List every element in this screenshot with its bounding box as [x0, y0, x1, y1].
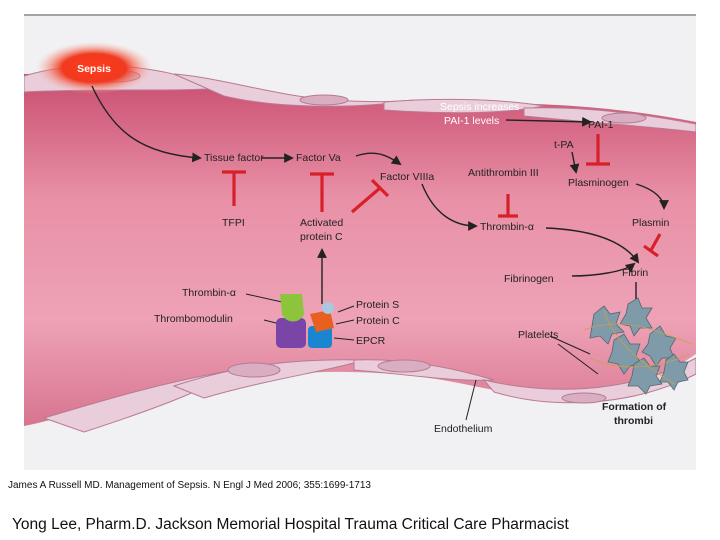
label-tfpi: TFPI: [222, 217, 245, 229]
footer-credit: Yong Lee, Pharm.D. Jackson Memorial Hosp…: [12, 516, 569, 533]
label-pai1: PAI-1: [588, 119, 614, 131]
coagulation-pathway-diagram: Sepsis: [24, 14, 696, 470]
label-endothelium: Endothelium: [434, 423, 493, 435]
label-activated-1: Activated: [300, 217, 343, 229]
protein-s-shape: [322, 302, 334, 314]
sepsis-glow: [36, 42, 152, 94]
label-protein-c: Protein C: [356, 315, 400, 327]
label-protein-s: Protein S: [356, 299, 399, 311]
activation-arrows: [91, 85, 669, 314]
fibrin-strands: [583, 309, 693, 385]
label-thrombin-center: Thrombin-α: [480, 221, 534, 233]
protein-c-shape: [310, 310, 334, 332]
label-fibrinogen: Fibrinogen: [504, 273, 554, 285]
label-note-1: Sepsis increases: [440, 101, 519, 113]
leader-lines: [245, 293, 599, 421]
label-sepsis: Sepsis: [77, 63, 111, 75]
label-tpa: t-PA: [554, 139, 574, 151]
label-tissue-factor: Tissue factor: [204, 152, 264, 164]
label-factor-va: Factor Va: [296, 152, 341, 164]
label-plasminogen: Plasminogen: [568, 177, 629, 189]
label-plasmin: Plasmin: [632, 217, 670, 229]
label-thrombomodulin: Thrombomodulin: [154, 313, 233, 325]
citation: James A Russell MD. Management of Sepsis…: [8, 480, 371, 491]
label-formation-2: thrombi: [614, 415, 653, 427]
thrombin-shape: [280, 294, 304, 322]
inhibition-bars: [222, 134, 662, 258]
label-thrombin-left: Thrombin-α: [182, 287, 236, 299]
label-platelets: Platelets: [518, 329, 558, 341]
thrombomodulin-shape: [276, 318, 306, 348]
label-antithrombin: Antithrombin III: [468, 167, 539, 179]
label-factor-viiia: Factor VIIIa: [380, 171, 434, 183]
label-formation-1: Formation of: [602, 401, 667, 413]
label-epcr: EPCR: [356, 335, 386, 347]
label-fibrin: Fibrin: [622, 267, 648, 279]
label-activated-2: protein C: [300, 231, 343, 243]
label-note-2: PAI-1 levels: [444, 115, 499, 127]
epcr-shape: [308, 326, 332, 348]
thrombomodulin-complex: [276, 294, 334, 348]
